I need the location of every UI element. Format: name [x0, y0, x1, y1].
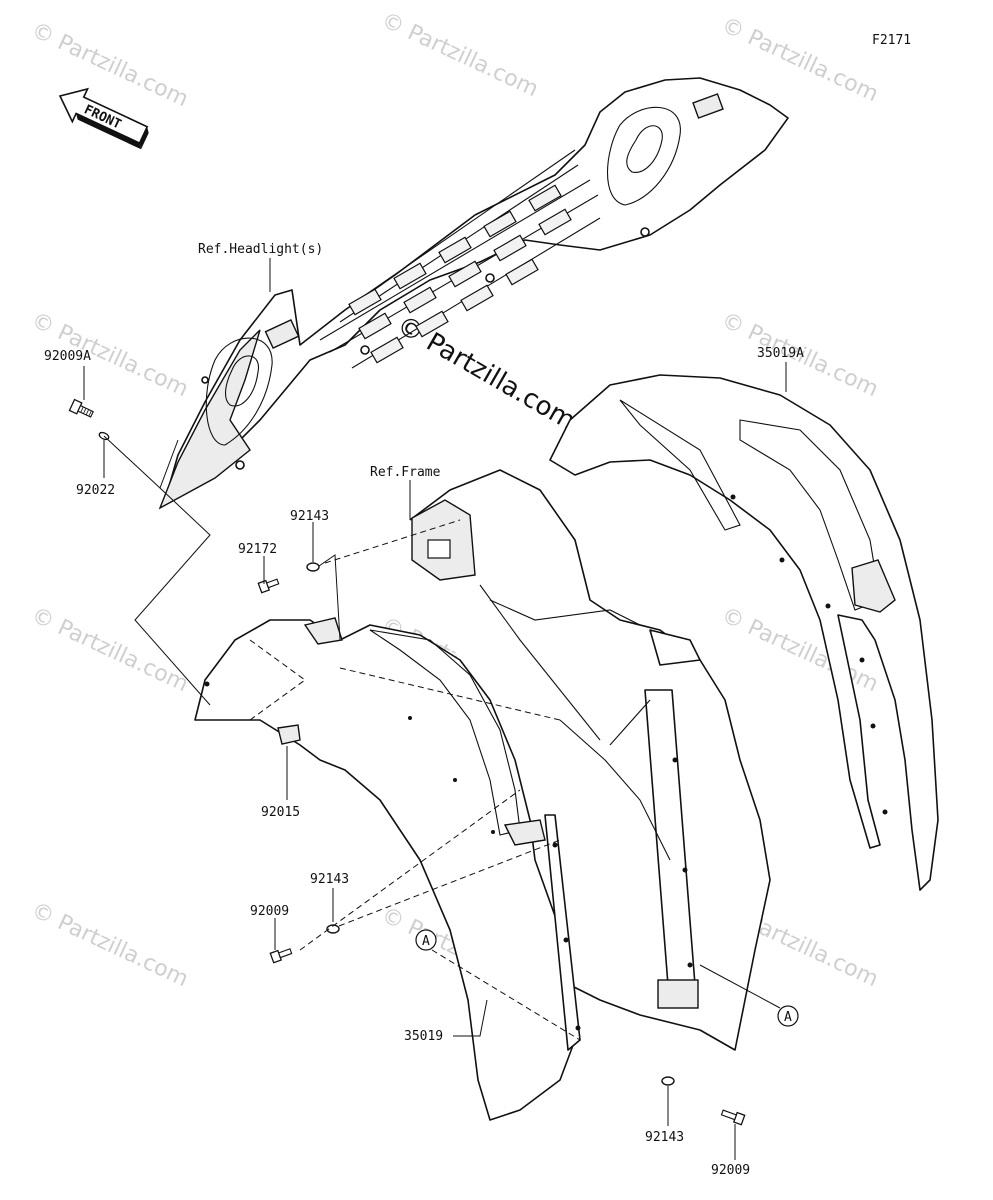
callout-92143-mid: 92143	[310, 872, 349, 887]
callout-92015: 92015	[261, 805, 300, 820]
watermark: © Partzilla.com	[27, 898, 191, 992]
callout-92143-bottom: 92143	[645, 1130, 684, 1145]
ref-a-left-label: A	[422, 934, 430, 949]
callout-92143-top: 92143	[290, 509, 329, 524]
callout-35019A: 35019A	[757, 346, 804, 361]
watermark: © Partzilla.com	[27, 18, 191, 112]
ref-a-right-label: A	[784, 1010, 792, 1025]
callout-92009-bottom: 92009	[711, 1163, 750, 1178]
callout-35019: 35019	[404, 1029, 443, 1044]
reference-a-right: A	[777, 1005, 799, 1027]
callout-92009A: 92009A	[44, 349, 91, 364]
screw-92009-mid-icon	[269, 948, 293, 964]
reference-a-left: A	[415, 929, 437, 951]
callout-labels: Ref.Headlight(s) 92009A 92022 92143 9217…	[44, 242, 804, 1178]
callout-ref-frame: Ref.Frame	[370, 465, 441, 480]
bolt-92009A-icon	[68, 398, 94, 418]
front-cover-panel	[158, 77, 789, 510]
fender-35019A	[549, 374, 939, 891]
watermark: © Partzilla.com	[27, 603, 191, 697]
callout-92172: 92172	[238, 542, 277, 557]
washer-92143-mid-icon	[326, 924, 340, 934]
callout-92022: 92022	[76, 483, 115, 498]
screw-92009-bottom-icon	[720, 1109, 746, 1126]
washer-92143-bottom-icon	[661, 1076, 675, 1086]
washer-92143-top-icon	[306, 562, 320, 572]
callout-92009-mid: 92009	[250, 904, 289, 919]
watermark: © Partzilla.com	[377, 8, 541, 102]
callout-ref-headlights: Ref.Headlight(s)	[198, 242, 323, 257]
fender-35019	[194, 617, 581, 1121]
diagram-code: F2171	[872, 33, 911, 48]
leader-lines	[83, 258, 787, 1160]
screw-92172-icon	[257, 578, 280, 594]
frame-reference	[409, 469, 771, 1051]
